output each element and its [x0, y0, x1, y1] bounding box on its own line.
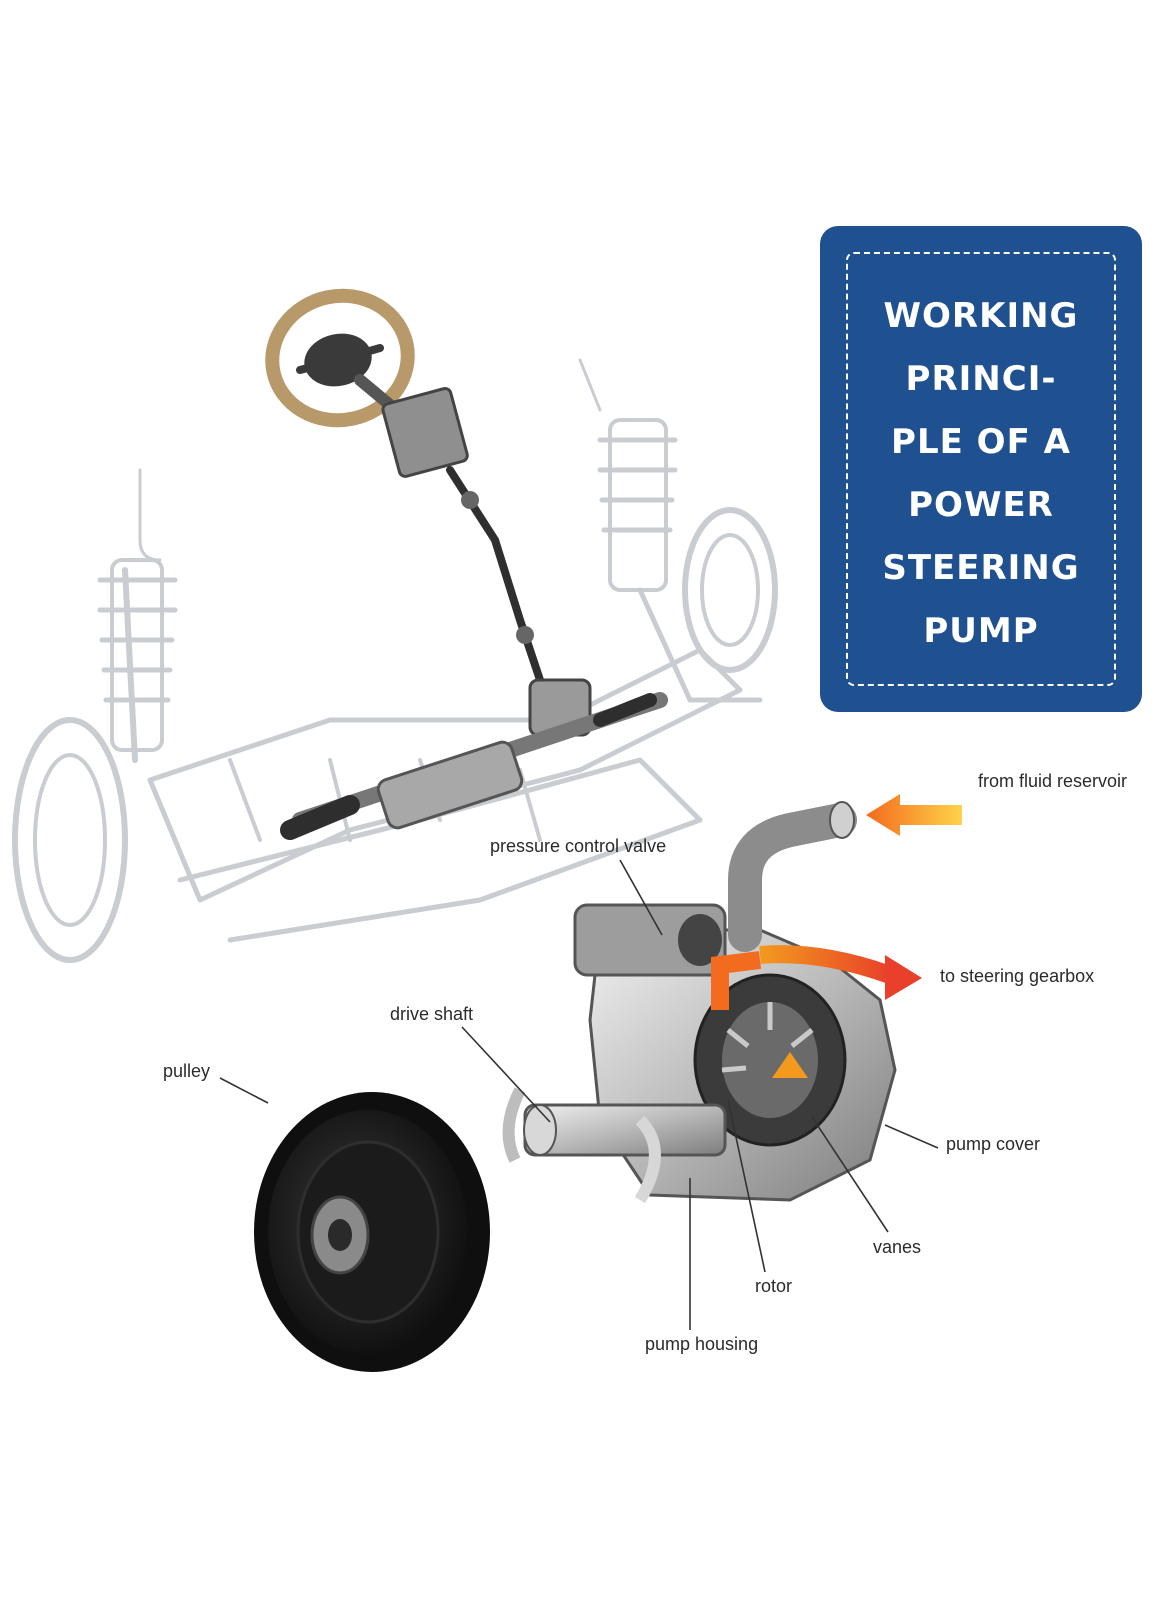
title-line-4: POWER [908, 485, 1054, 525]
pulley-illustration [254, 1092, 490, 1372]
flow-arrow-from-reservoir [866, 794, 962, 836]
flow-arrow-to-gearbox [759, 945, 922, 1000]
label-drive-shaft: drive shaft [390, 1004, 474, 1024]
steering-system-illustration [12, 358, 778, 963]
label-rotor: rotor [755, 1276, 793, 1296]
steering-column-illustration [265, 288, 668, 840]
leader-lines [219, 859, 939, 1330]
label-pump-cover: pump cover [946, 1134, 1041, 1154]
title-line-3: PLE OF A [891, 422, 1071, 462]
label-vanes: vanes [873, 1237, 922, 1257]
title-frame [846, 252, 1116, 686]
title-line-5: STEERING [882, 548, 1080, 588]
title-line-1: WORKING [883, 296, 1079, 336]
pump-cutaway-illustration [502, 801, 897, 1204]
label-pulley: pulley [163, 1061, 211, 1081]
title-line-2: PRINCI- [905, 359, 1057, 399]
title-line-6: PUMP [923, 611, 1039, 651]
label-from-fluid-reservoir: from fluid reservoir [978, 771, 1128, 791]
label-pressure-control-valve: pressure control valve [490, 836, 667, 856]
label-to-steering-gearbox: to steering gearbox [940, 966, 1095, 986]
title-panel: WORKING PRINCI- PLE OF A POWER STEERING … [820, 226, 1142, 712]
label-pump-housing: pump housing [645, 1334, 759, 1354]
